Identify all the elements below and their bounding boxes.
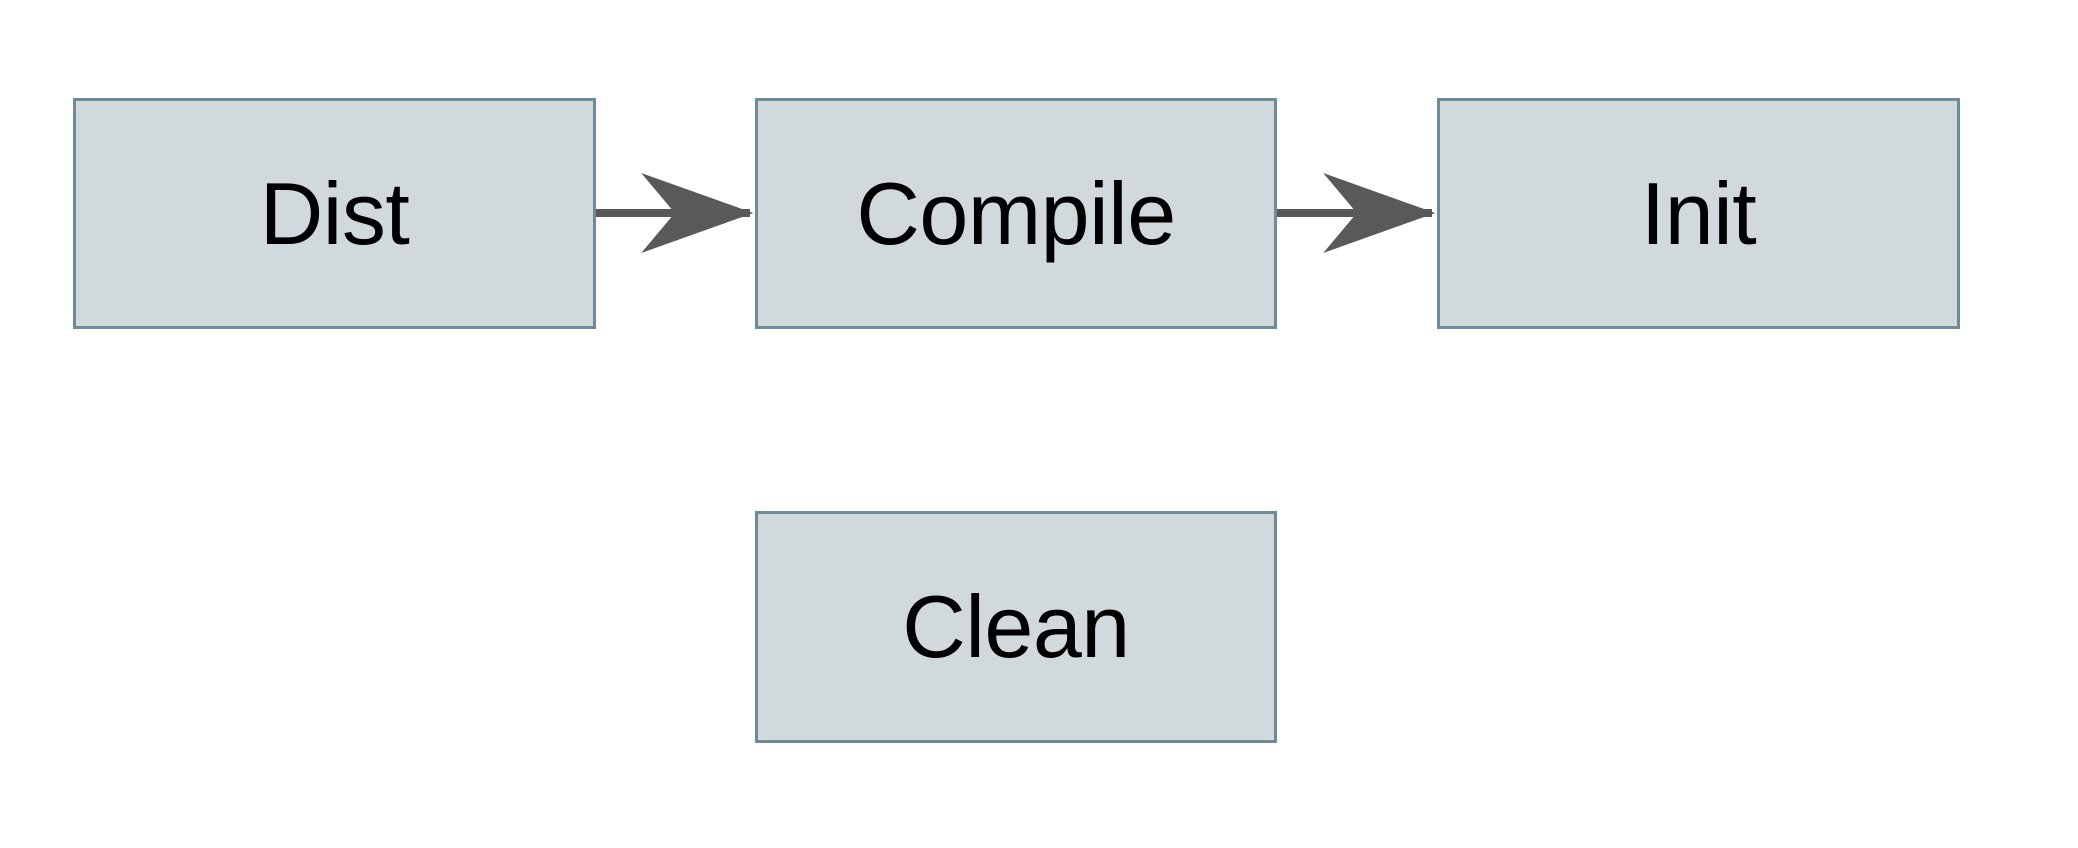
node-compile-label: Compile xyxy=(856,163,1176,263)
node-compile[interactable]: Compile xyxy=(755,98,1277,329)
node-dist[interactable]: Dist xyxy=(73,98,596,329)
node-init-label: Init xyxy=(1640,163,1757,263)
node-clean[interactable]: Clean xyxy=(755,511,1277,743)
node-clean-label: Clean xyxy=(902,577,1130,676)
node-dist-label: Dist xyxy=(259,163,410,263)
node-init[interactable]: Init xyxy=(1437,98,1960,329)
